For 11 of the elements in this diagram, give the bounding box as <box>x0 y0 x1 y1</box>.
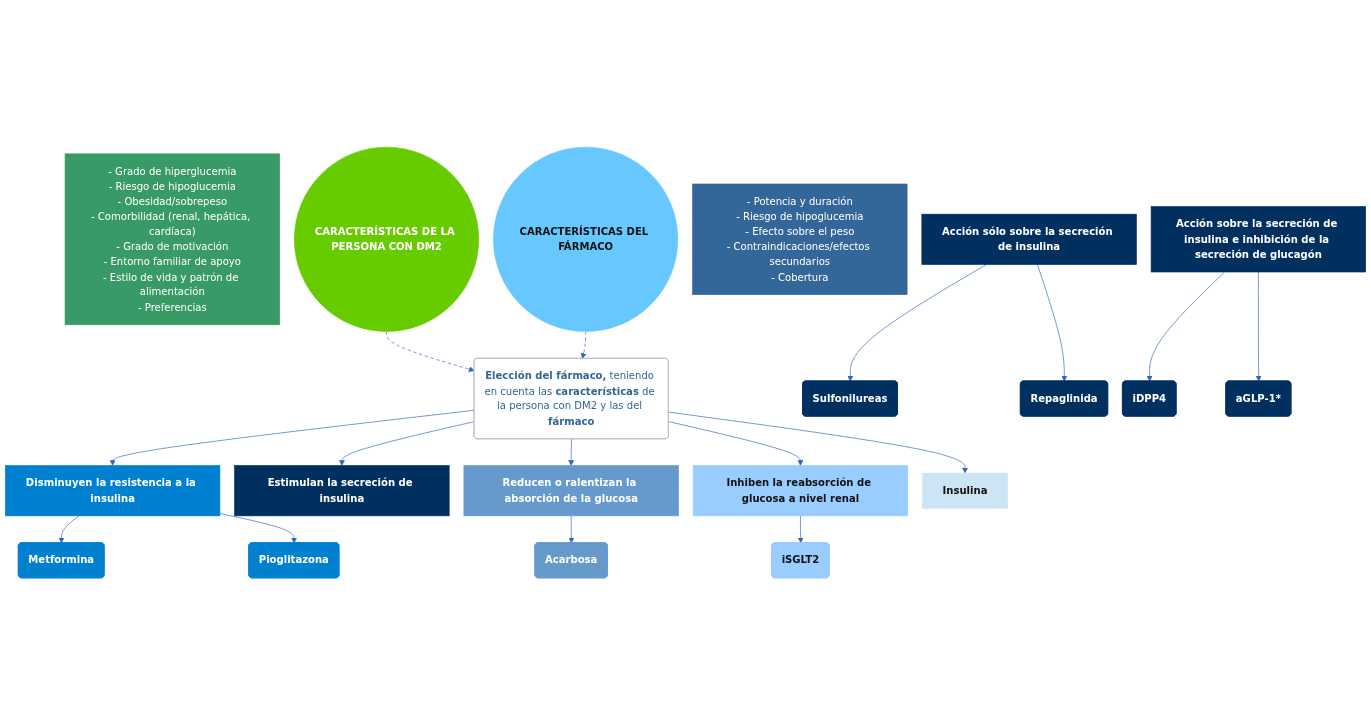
node-box: Reducen o ralentizan la absorción de la glucosa <box>463 465 679 517</box>
node-box: - Potencia y duración - Riesgo de hipoglucemia - Efecto sobre el peso - Contraindicaciones/efectos secundarios - Cobertura <box>692 183 908 295</box>
node-box: Estimulan la secreción de insulina <box>234 465 450 517</box>
node-circle: CARACTERÍSTICAS DE LA PERSONA CON DM2 <box>294 146 480 332</box>
node-box: Disminuyen la resistencia a la insulina <box>5 465 221 517</box>
node-box: Inhiben la reabsorción de glucosa a nivel renal <box>692 465 909 517</box>
node-box: Acción sobre la secreción de insulina e inhibición de la secreción de glucagón <box>1150 206 1366 273</box>
node-box: Acción sólo sobre la secreción de insulina <box>921 213 1137 265</box>
node-box: Insulina <box>922 472 1008 509</box>
node-box: - Grado de hiperglucemia - Riesgo de hipoglucemia - Obesidad/sobrepeso - Comorbilidad (renal, hepática, cardíaca) - Grado de motivación - Entorno familiar de apoyo - Estilo de vida y patrón de alimentación - Preferencias <box>64 153 280 326</box>
node-circle: CARACTERÍSTICAS DEL FÁRMACO <box>493 146 679 332</box>
